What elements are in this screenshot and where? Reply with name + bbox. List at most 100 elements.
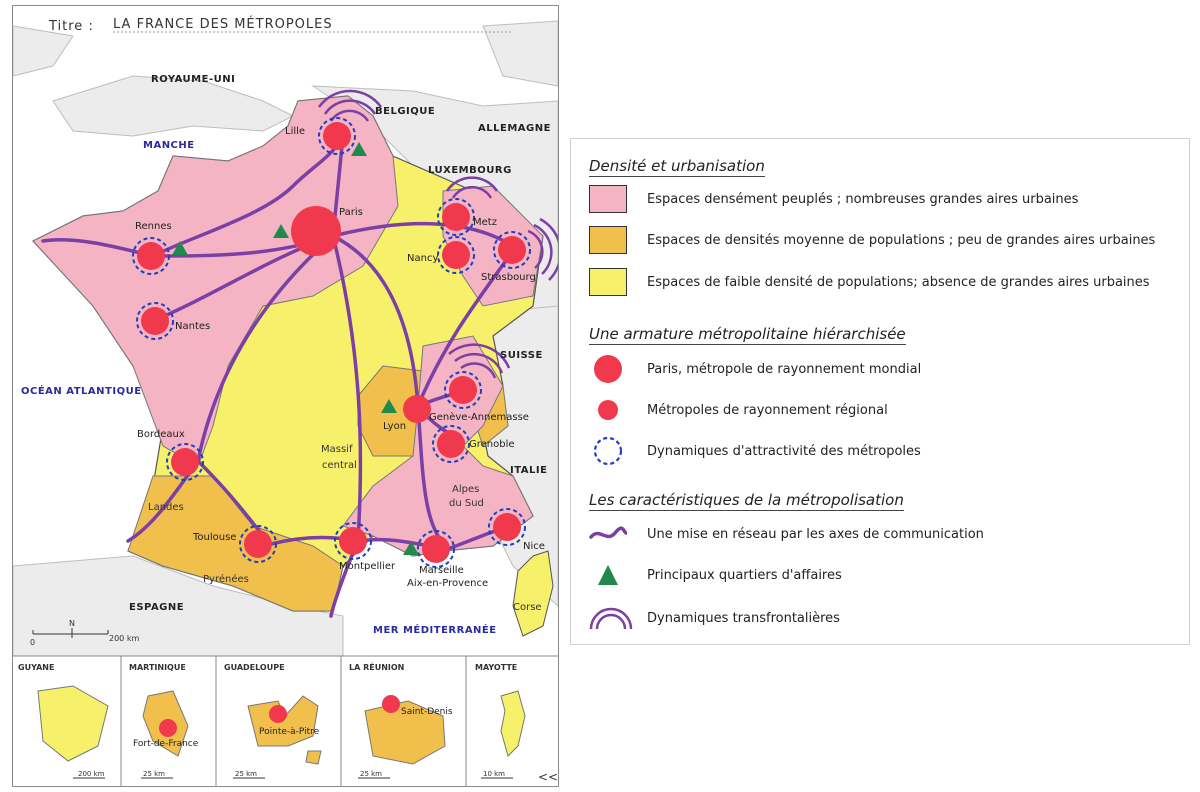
scale-bar: 0 200 km N — [30, 619, 139, 647]
label-grenoble: Grenoble — [469, 439, 515, 450]
legend-item-business: Principaux quartiers d'affaires — [589, 560, 842, 590]
corse-island — [512, 550, 554, 637]
legend-label-low: Espaces de faible densité de populations… — [647, 274, 1150, 290]
label-suisse: SUISSE — [500, 350, 543, 361]
label-nancy: Nancy — [407, 253, 438, 264]
label-rennes: Rennes — [135, 221, 172, 232]
paris-symbol-icon — [594, 355, 622, 383]
france-map: Titre : LA FRANCE DES MÉTROPOLES ROYAUME… — [13, 16, 558, 786]
label-ocean: OCÉAN ATLANTIQUE — [21, 384, 142, 397]
label-lyon: Lyon — [383, 421, 406, 432]
label-metz: Metz — [473, 217, 497, 228]
strasbourg-dot — [498, 236, 526, 264]
dom-city-pointe-a-pitre: Pointe-à-Pitre — [259, 727, 320, 737]
marseille-dot — [422, 535, 450, 563]
legend-label-crossborder: Dynamiques transfrontalières — [647, 610, 840, 626]
lille-dot — [323, 122, 351, 150]
lyon-dot — [403, 395, 431, 423]
scale-label: 200 km — [109, 634, 139, 643]
label-allemagne: ALLEMAGNE — [478, 123, 551, 134]
swatch-medium — [589, 226, 627, 254]
legend-item-dense: Espaces densément peuplés ; nombreuses g… — [589, 185, 1078, 213]
label-nantes: Nantes — [175, 321, 210, 332]
dom-insets: GUYANE MARTINIQUE GUADELOUPE LA RÉUNION … — [13, 655, 558, 786]
dom-martinique: MARTINIQUE — [129, 663, 186, 672]
paris-dot — [291, 206, 341, 256]
map-title-prefix: Titre : — [48, 19, 94, 34]
legend-item-low: Espaces de faible densité de populations… — [589, 268, 1150, 296]
network-line-icon — [589, 526, 627, 539]
label-nice: Nice — [523, 541, 545, 552]
label-corse: Corse — [513, 602, 542, 613]
dom-scale-guyane: 200 km — [78, 770, 105, 778]
label-massif-2: central — [322, 460, 357, 471]
nav-back-icon[interactable]: << — [538, 770, 558, 784]
label-toulouse: Toulouse — [192, 532, 236, 543]
legend-section3-title: Les caractéristiques de la métropolisati… — [589, 491, 904, 511]
rennes-dot — [137, 242, 165, 270]
legend-item-network: Une mise en réseau par les axes de commu… — [589, 519, 984, 549]
scale-zero: 0 — [30, 638, 35, 647]
legend-panel: Densité et urbanisation Espaces densémen… — [570, 138, 1190, 645]
label-espagne: ESPAGNE — [129, 602, 184, 613]
nantes-dot — [141, 307, 169, 335]
geneve-dot — [449, 376, 477, 404]
swatch-low — [589, 268, 627, 296]
bordeaux-dot — [171, 448, 199, 476]
nancy-dot — [442, 241, 470, 269]
dom-scale-martinique: 25 km — [143, 770, 165, 778]
legend-item-crossborder: Dynamiques transfrontalières — [589, 603, 840, 633]
label-mer: MER MÉDITERRANÉE — [373, 623, 497, 636]
legend-label-paris: Paris, métropole de rayonnement mondial — [647, 361, 922, 377]
dom-city-fort-de-france: Fort-de-France — [133, 739, 199, 749]
label-manche: MANCHE — [143, 140, 195, 151]
label-italie: ITALIE — [510, 465, 547, 476]
grenoble-dot — [437, 430, 465, 458]
swatch-dense — [589, 185, 627, 213]
reunion-shape — [364, 700, 446, 765]
montpellier-dot — [339, 527, 367, 555]
label-landes: Landes — [148, 502, 184, 513]
legend-label-dense: Espaces densément peuplés ; nombreuses g… — [647, 191, 1079, 207]
dom-scale-mayotte: 10 km — [483, 770, 505, 778]
legend-item-paris: Paris, métropole de rayonnement mondial — [589, 354, 921, 384]
legend-label-medium: Espaces de densités moyenne de populatio… — [647, 232, 1156, 248]
label-massif-1: Massif — [321, 444, 353, 455]
legend-section2-title: Une armature métropolitaine hiérarchisée — [589, 325, 906, 345]
map-panel: Titre : LA FRANCE DES MÉTROPOLES ROYAUME… — [12, 5, 559, 787]
cross-border-arcs — [317, 89, 558, 379]
dom-city-saint-denis: Saint-Denis — [401, 707, 453, 717]
label-strasbourg: Strasbourg — [481, 272, 536, 283]
label-marseille-1: Marseille — [419, 565, 464, 576]
north-label: N — [69, 619, 75, 628]
dom-guyane: GUYANE — [18, 663, 54, 672]
regional-metropole-icon — [598, 400, 618, 420]
label-luxembourg: LUXEMBOURG — [428, 165, 512, 176]
label-geneve: Genève-Annemasse — [429, 411, 529, 423]
guyane-shape — [37, 685, 109, 762]
label-alpes-2: du Sud — [449, 498, 484, 509]
nice-dot — [493, 513, 521, 541]
legend-item-attractivity: Dynamiques d'attractivité des métropoles — [589, 436, 921, 466]
crossborder-arc-icon — [589, 607, 633, 630]
mayotte-shape — [500, 690, 526, 757]
metropoles — [137, 122, 526, 563]
dom-guadeloupe: GUADELOUPE — [224, 663, 285, 672]
legend-item-regional: Métropoles de rayonnement régional — [589, 395, 888, 425]
label-belgique: BELGIQUE — [375, 106, 435, 117]
label-marseille-2: Aix-en-Provence — [407, 578, 488, 589]
label-paris: Paris — [339, 207, 363, 218]
toulouse-dot — [244, 530, 272, 558]
metz-dot — [442, 203, 470, 231]
dom-mayotte: MAYOTTE — [475, 663, 517, 672]
legend-label-attractivity: Dynamiques d'attractivité des métropoles — [647, 443, 921, 459]
legend-section1-title: Densité et urbanisation — [589, 157, 765, 177]
label-royaume-uni: ROYAUME-UNI — [151, 74, 235, 85]
label-alpes-1: Alpes — [452, 484, 479, 495]
legend-item-medium: Espaces de densités moyenne de populatio… — [589, 226, 1155, 254]
attractivity-ring-icon — [593, 436, 623, 466]
legend-label-regional: Métropoles de rayonnement régional — [647, 402, 888, 418]
dom-scale-guadeloupe: 25 km — [235, 770, 257, 778]
label-bordeaux: Bordeaux — [137, 429, 185, 440]
business-districts — [172, 142, 419, 555]
